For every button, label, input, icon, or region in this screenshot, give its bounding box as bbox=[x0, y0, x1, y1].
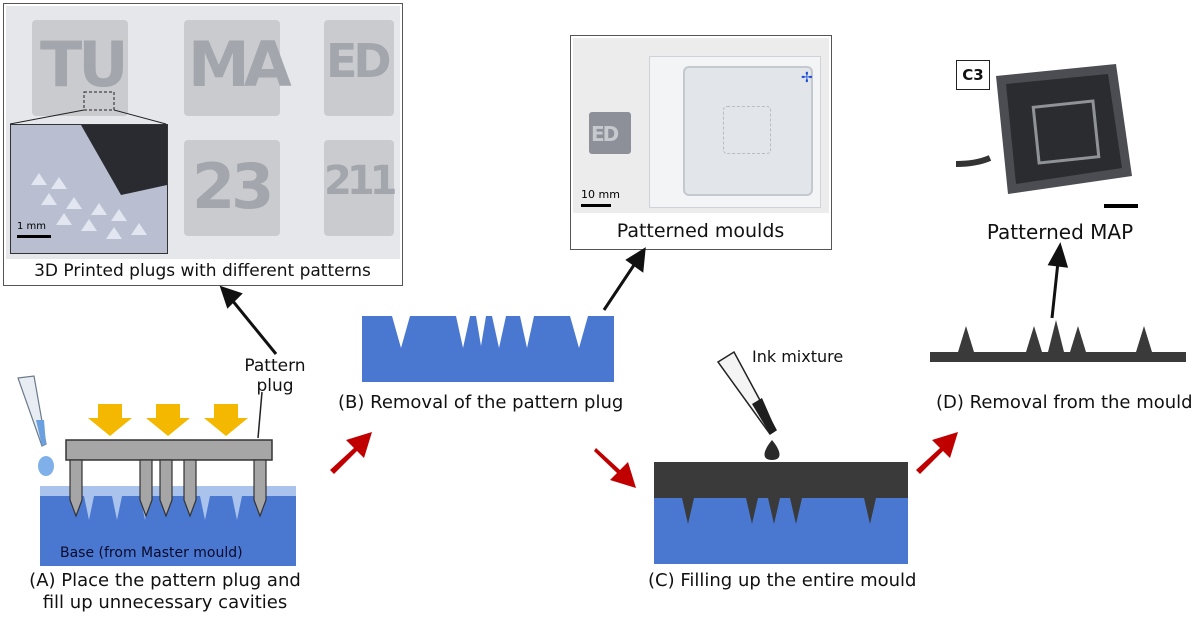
flow-arrows bbox=[330, 432, 958, 488]
plug-tile-23: 23 bbox=[184, 140, 280, 236]
ink-filled-cavities bbox=[682, 498, 876, 524]
ink-layer bbox=[654, 462, 908, 498]
mould-block bbox=[683, 66, 813, 196]
plug-tile-tu: TU bbox=[32, 20, 129, 116]
pattern-plug-label-line2: plug bbox=[256, 376, 294, 396]
zoom-inset: 1 mm bbox=[10, 124, 168, 254]
pattern-plug-body bbox=[65, 439, 273, 461]
moulds-scale-bar bbox=[581, 204, 611, 207]
pipette-a bbox=[17, 375, 54, 476]
map-needles-d bbox=[958, 320, 1152, 352]
pattern-plug-label-line1: Pattern bbox=[244, 356, 306, 376]
plugs-photo: TU MA ED 23 211 bbox=[6, 6, 400, 259]
plug-tile-211: 211 bbox=[324, 140, 397, 236]
blue-pen-mark: ✢ bbox=[801, 70, 813, 86]
map-photo-drawing bbox=[956, 64, 1132, 194]
mould-c bbox=[654, 498, 908, 564]
step-b-label: (B) Removal of the pattern plug bbox=[338, 392, 624, 413]
map-caption: Patterned MAP bbox=[986, 220, 1134, 244]
pattern-plug-pins bbox=[69, 459, 267, 518]
inset-scale-label: 1 mm bbox=[17, 221, 47, 232]
base-label: Base (from Master mould) bbox=[60, 545, 243, 561]
map-base-d bbox=[930, 352, 1186, 362]
plugs-photo-panel: TU MA ED 23 211 bbox=[3, 3, 403, 286]
plug-pattern-ed: ED bbox=[326, 34, 392, 88]
step-d-label: (D) Removal from the mould bbox=[936, 392, 1193, 413]
plug-pattern-211: 211 bbox=[324, 158, 397, 204]
plug-tile-ed: ED bbox=[324, 20, 394, 116]
moulds-scale-label: 10 mm bbox=[581, 188, 620, 201]
map-tag: C3 bbox=[956, 60, 990, 90]
plug-pattern-tu: TU bbox=[40, 28, 129, 101]
small-plug-pattern: ED bbox=[591, 122, 619, 146]
small-plug bbox=[589, 112, 631, 154]
pattern-plug-pointer bbox=[257, 391, 263, 439]
map-scale-bar bbox=[1104, 204, 1138, 208]
plug-tile-ma: MA bbox=[184, 20, 292, 116]
pipette-c bbox=[716, 350, 780, 460]
plug-pattern-ma: MA bbox=[188, 28, 292, 101]
plugs-caption: 3D Printed plugs with different patterns bbox=[34, 261, 371, 281]
map-photo: C3 bbox=[956, 46, 1146, 212]
plug-pattern-23: 23 bbox=[192, 150, 274, 223]
step-a-line1: (A) Place the pattern plug and bbox=[29, 570, 301, 591]
step-a-line2: fill up unnecessary cavities bbox=[42, 592, 288, 613]
pattern-plug-label: Pattern plug bbox=[240, 356, 310, 396]
ink-mixture-label: Ink mixture bbox=[752, 347, 844, 366]
pointer-arrows bbox=[219, 242, 1069, 355]
moulds-photo: ED ✢ 10 mm bbox=[573, 38, 829, 213]
zoom-lines bbox=[9, 91, 167, 125]
step-c-label: (C) Filling up the entire mould bbox=[648, 570, 917, 591]
pressure-arrows bbox=[88, 404, 248, 436]
mould-imprint bbox=[723, 106, 771, 154]
inset-scale-bar bbox=[17, 235, 51, 238]
mould-b bbox=[362, 316, 614, 382]
zoom-inset-needles bbox=[31, 125, 167, 239]
mould-b-cavities bbox=[392, 316, 588, 348]
map-tag-text: C3 bbox=[962, 66, 984, 84]
moulds-photo-panel: ED ✢ 10 mm Patterned moulds bbox=[570, 35, 832, 250]
moulds-caption: Patterned moulds bbox=[616, 220, 785, 242]
step-a-label: (A) Place the pattern plug and fill up u… bbox=[10, 570, 320, 614]
